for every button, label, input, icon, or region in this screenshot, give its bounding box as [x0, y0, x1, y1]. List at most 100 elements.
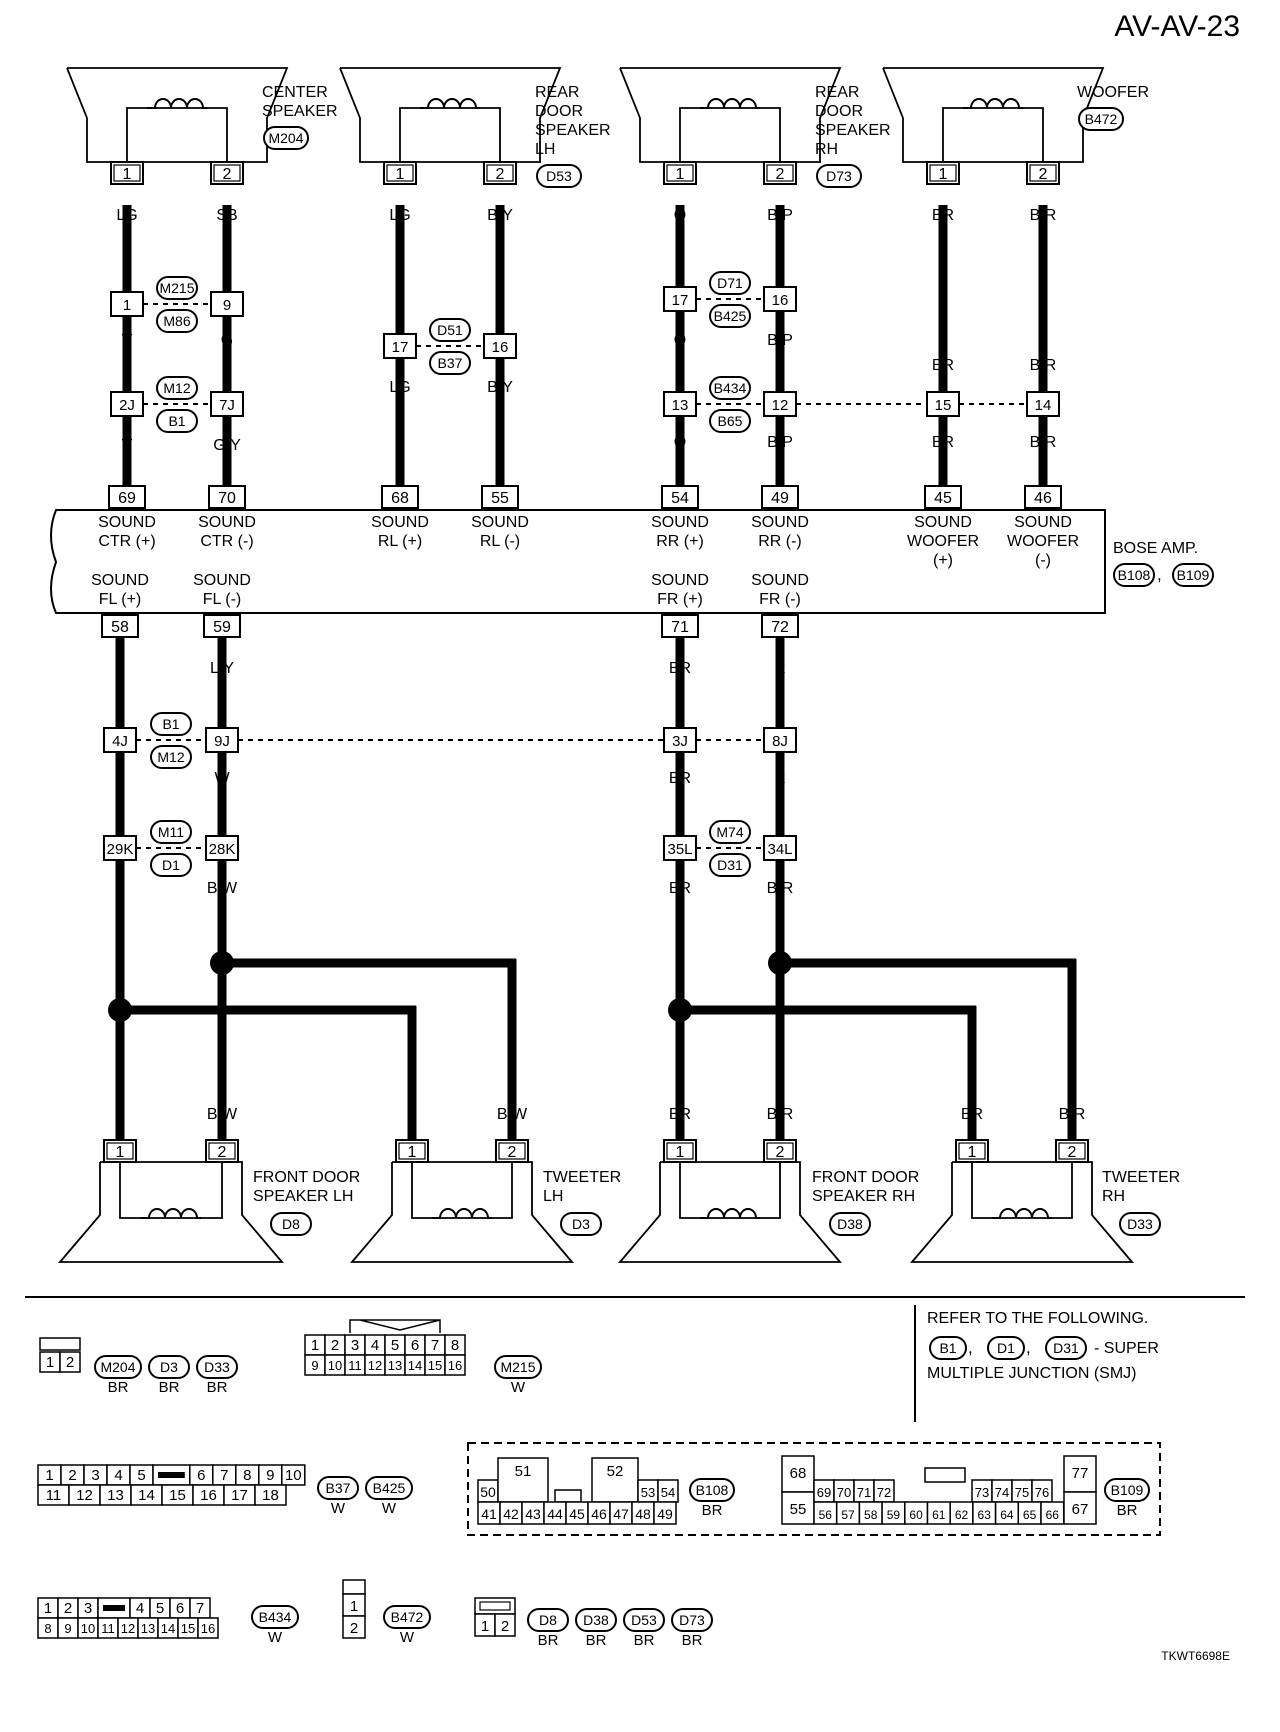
cavity-number: 2: [501, 1618, 509, 1635]
cavity-number: 3: [84, 1600, 92, 1617]
connector-id: D73: [826, 168, 852, 184]
connector-id: D38: [583, 1612, 609, 1628]
wire-color: O: [674, 434, 686, 451]
connector-id: D8: [539, 1612, 557, 1628]
terminal-name: CTR (-): [200, 533, 253, 550]
cavity-number: 6: [411, 1337, 419, 1354]
cavity-number: 1: [481, 1618, 489, 1635]
connector-id-tag: B434: [709, 376, 751, 400]
connector-id: B472: [391, 1609, 424, 1625]
speaker-housing: [350, 1161, 574, 1263]
speaker-name: TWEETER: [543, 1169, 621, 1186]
cavity-number: 12: [76, 1487, 93, 1504]
cavity-number: 4: [371, 1337, 379, 1354]
coil-icon: [432, 1208, 492, 1219]
speaker-pin-1: 1: [103, 1139, 137, 1163]
connector-id: B37: [438, 355, 463, 371]
connector-id: D51: [437, 322, 463, 338]
cavity-number: 2: [66, 1354, 74, 1371]
splice-point: [108, 998, 132, 1022]
cavity-number: 12: [121, 1621, 135, 1636]
pin-number: 58: [111, 619, 129, 636]
wire-color: O: [674, 332, 686, 349]
connector-id-tag: D38: [829, 1212, 871, 1236]
connector-id: B434: [714, 380, 747, 396]
connector-id: B65: [718, 413, 743, 429]
wire-color: LG: [389, 207, 410, 224]
amp-terminal: 71: [661, 614, 699, 638]
coil-icon: [700, 1208, 760, 1219]
terminal-name: SOUND: [651, 572, 709, 589]
tag-outline: [816, 164, 862, 188]
speaker-pin-2: 2: [1055, 1139, 1089, 1163]
wire-color: G/Y: [213, 437, 241, 454]
connector-id-tag: B425: [365, 1476, 413, 1500]
terminal-name: FL (+): [99, 591, 142, 608]
pin-number: 17: [392, 339, 409, 356]
cavity-number: 64: [1000, 1508, 1014, 1522]
amp-terminal: 68: [381, 485, 419, 509]
note-text: - SUPER: [1094, 1340, 1159, 1357]
pin-inner: [958, 1142, 986, 1160]
cavity-number: 12: [368, 1358, 382, 1373]
cavity-number: 1: [46, 1354, 54, 1371]
connector-id: D3: [572, 1216, 590, 1232]
pin-inner: [666, 1142, 694, 1160]
housing-color: BR: [682, 1632, 703, 1649]
pin-frame: [205, 727, 239, 753]
pin-frame: [1026, 161, 1060, 185]
coil-shape: [992, 1208, 1052, 1219]
latch: [342, 1579, 366, 1595]
connector-id-tag: M215: [494, 1355, 542, 1379]
connector-id-tag: B108: [689, 1478, 735, 1502]
tag-outline: [709, 304, 751, 328]
wire-color: SB: [216, 207, 237, 224]
coil-shape: [420, 98, 480, 109]
inline-pin: 13: [663, 391, 697, 417]
speaker-name: SPEAKER: [262, 103, 338, 120]
cavity-number: 63: [978, 1508, 992, 1522]
pin-number: 69: [118, 490, 136, 507]
coil-shape: [700, 98, 760, 109]
housing-color: BR: [586, 1632, 607, 1649]
latch: [39, 1337, 81, 1351]
cavity-number: 53: [641, 1485, 655, 1500]
speaker-voice-loop: [411, 1162, 513, 1219]
connector-id-tag: M215: [156, 276, 198, 300]
tag-outline: [263, 126, 309, 150]
connector-id: D53: [546, 168, 572, 184]
wire-color: G: [221, 332, 233, 349]
terminal-name: SOUND: [91, 572, 149, 589]
pin-number: 16: [492, 339, 509, 356]
wire-color: R: [774, 770, 786, 787]
tag-outline: [150, 745, 192, 769]
cavity-number: 2: [350, 1620, 358, 1637]
speaker-pin-2: 2: [763, 161, 797, 185]
terminal-name: RR (-): [758, 533, 802, 550]
connector-id-tag: D1: [987, 1336, 1025, 1360]
pin-frame: [763, 727, 797, 753]
key-slot: [554, 1489, 582, 1503]
pin-frame: [663, 835, 697, 861]
cavity-number: 16: [200, 1487, 217, 1504]
connector-id: B108: [696, 1482, 729, 1498]
tag-outline: [150, 820, 192, 844]
wire-color: L/Y: [210, 660, 234, 677]
separator: ,: [968, 1338, 973, 1357]
pin-number: 46: [1034, 490, 1052, 507]
connector-id-tag: B1: [929, 1336, 967, 1360]
connector-id: B109: [1111, 1482, 1144, 1498]
connector-id: M11: [158, 824, 184, 840]
speaker-voice-loop: [942, 107, 1044, 162]
speaker-name: SPEAKER: [535, 122, 611, 139]
tag-outline: [1045, 1336, 1087, 1360]
speaker-pin-2: 2: [1026, 161, 1060, 185]
connector-id-tag: D3: [148, 1355, 190, 1379]
terminal-name: CTR (+): [98, 533, 155, 550]
housing-color: BR: [207, 1379, 228, 1396]
housing-color: BR: [538, 1632, 559, 1649]
